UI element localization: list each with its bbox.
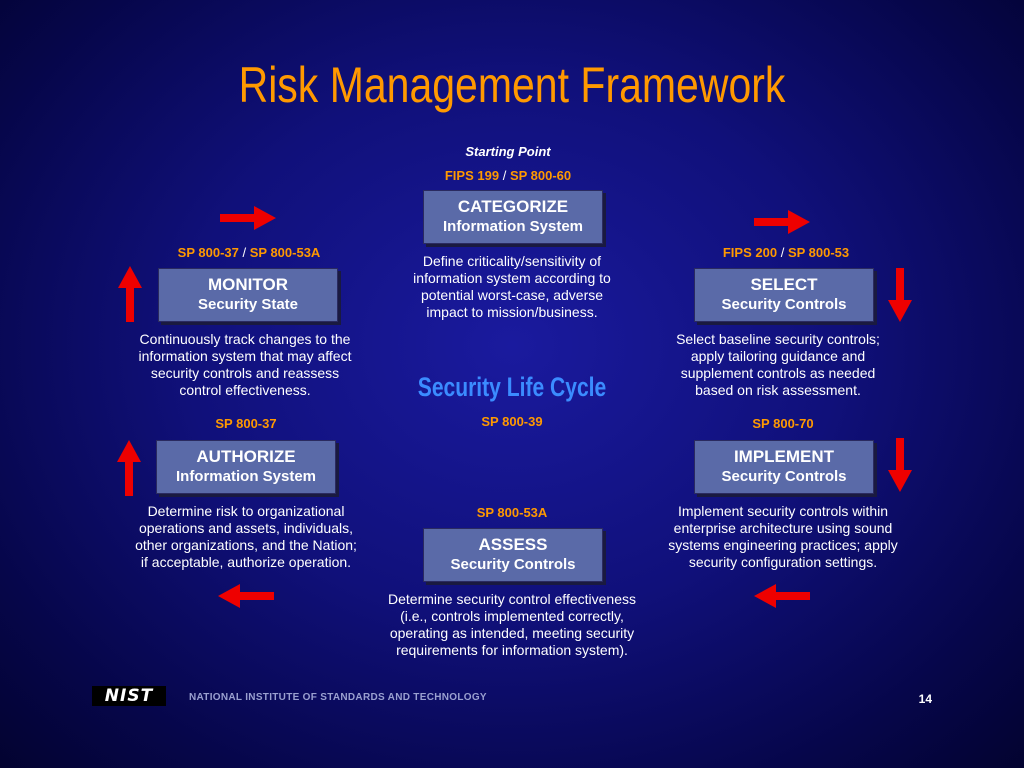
- categorize-heading: CATEGORIZE: [457, 197, 569, 216]
- select-description: Select baseline security controls; apply…: [638, 331, 918, 399]
- desc-line: security controls and reassess: [150, 365, 340, 381]
- desc-line: based on risk assessment.: [695, 382, 861, 398]
- desc-line: Select baseline security controls;: [676, 331, 880, 347]
- desc-line: other organizations, and the Nation;: [135, 537, 357, 553]
- assess-description: Determine security control effectiveness…: [352, 591, 672, 659]
- arrow-up-icon: [117, 440, 141, 496]
- desc-line: Determine risk to organizational: [147, 503, 345, 519]
- monitor-heading: MONITOR: [208, 275, 288, 294]
- desc-line: operations and assets, individuals,: [138, 520, 354, 536]
- implement-description: Implement security controls within enter…: [638, 503, 928, 571]
- implement-box[interactable]: IMPLEMENT Security Controls: [694, 440, 874, 494]
- desc-line: if acceptable, authorize operation.: [140, 554, 352, 570]
- monitor-subheading: Security State: [197, 296, 299, 313]
- arrow-right-icon: [754, 210, 810, 234]
- categorize-ref-sep: /: [502, 168, 507, 183]
- authorize-ref: SP 800-37: [215, 416, 277, 431]
- assess-ref: SP 800-53A: [476, 505, 548, 520]
- desc-line: potential worst-case, adverse: [420, 287, 604, 303]
- categorize-description: Define criticality/sensitivity of inform…: [382, 253, 642, 321]
- monitor-description: Continuously track changes to the inform…: [110, 331, 380, 399]
- desc-line: requirements for information system).: [396, 642, 628, 658]
- desc-line: systems engineering practices; apply: [668, 537, 898, 553]
- select-box[interactable]: SELECT Security Controls: [694, 268, 874, 322]
- page-number: 14: [918, 692, 932, 706]
- arrow-up-icon: [118, 266, 142, 322]
- desc-line: Define criticality/sensitivity of: [422, 253, 602, 269]
- footer-organization: NATIONAL INSTITUTE OF STANDARDS AND TECH…: [189, 692, 487, 703]
- desc-line: (i.e., controls implemented correctly,: [400, 608, 624, 624]
- implement-ref: SP 800-70: [752, 416, 814, 431]
- arrow-down-icon: [888, 438, 912, 492]
- security-life-cycle-label: Security Life Cycle: [417, 372, 607, 402]
- authorize-heading: AUTHORIZE: [196, 447, 296, 466]
- desc-line: Continuously track changes to the: [139, 331, 351, 347]
- desc-line: information system that may affect: [138, 348, 352, 364]
- monitor-ref: SP 800-37 / SP 800-53A: [154, 245, 344, 260]
- categorize-ref-b: SP 800-60: [509, 168, 572, 183]
- authorize-subheading: Information System: [175, 468, 317, 485]
- arrow-right-icon: [220, 206, 276, 230]
- nist-logo-text: NIST: [104, 686, 154, 706]
- implement-subheading: Security Controls: [721, 468, 847, 485]
- assess-subheading: Security Controls: [450, 556, 576, 573]
- desc-line: supplement controls as needed: [680, 365, 876, 381]
- authorize-description: Determine risk to organizational operati…: [108, 503, 384, 571]
- select-subheading: Security Controls: [721, 296, 847, 313]
- monitor-box[interactable]: MONITOR Security State: [158, 268, 338, 322]
- arrow-left-icon: [218, 584, 274, 608]
- desc-line: impact to mission/business.: [426, 304, 598, 320]
- nist-logo: NIST: [92, 686, 166, 706]
- monitor-ref-b: SP 800-53A: [249, 245, 321, 260]
- categorize-ref: FIPS 199 / SP 800-60: [412, 168, 604, 183]
- arrow-down-icon: [888, 268, 912, 322]
- desc-line: Determine security control effectiveness: [388, 591, 636, 607]
- desc-line: information system according to: [413, 270, 611, 286]
- desc-line: operating as intended, meeting security: [389, 625, 635, 641]
- assess-box[interactable]: ASSESS Security Controls: [423, 528, 603, 582]
- categorize-subheading: Information System: [442, 218, 584, 235]
- select-ref: FIPS 200 / SP 800-53: [694, 245, 878, 260]
- select-ref-a: FIPS 200: [722, 245, 778, 260]
- select-heading: SELECT: [750, 275, 818, 294]
- select-ref-b: SP 800-53: [787, 245, 850, 260]
- select-ref-sep: /: [780, 245, 785, 260]
- authorize-box[interactable]: AUTHORIZE Information System: [156, 440, 336, 494]
- arrow-left-icon: [754, 584, 810, 608]
- page-title: Risk Management Framework: [238, 57, 786, 113]
- monitor-ref-sep: /: [242, 245, 247, 260]
- desc-line: apply tailoring guidance and: [690, 348, 866, 364]
- categorize-box[interactable]: CATEGORIZE Information System: [423, 190, 603, 244]
- starting-point-label: Starting Point: [465, 144, 551, 159]
- desc-line: security configuration settings.: [688, 554, 878, 570]
- desc-line: enterprise architecture using sound: [673, 520, 893, 536]
- desc-line: control effectiveness.: [179, 382, 311, 398]
- desc-line: Implement security controls within: [677, 503, 889, 519]
- implement-heading: IMPLEMENT: [733, 447, 835, 466]
- assess-heading: ASSESS: [478, 535, 548, 554]
- center-ref: SP 800-39: [481, 414, 543, 429]
- categorize-ref-a: FIPS 199: [444, 168, 500, 183]
- monitor-ref-a: SP 800-37: [177, 245, 239, 260]
